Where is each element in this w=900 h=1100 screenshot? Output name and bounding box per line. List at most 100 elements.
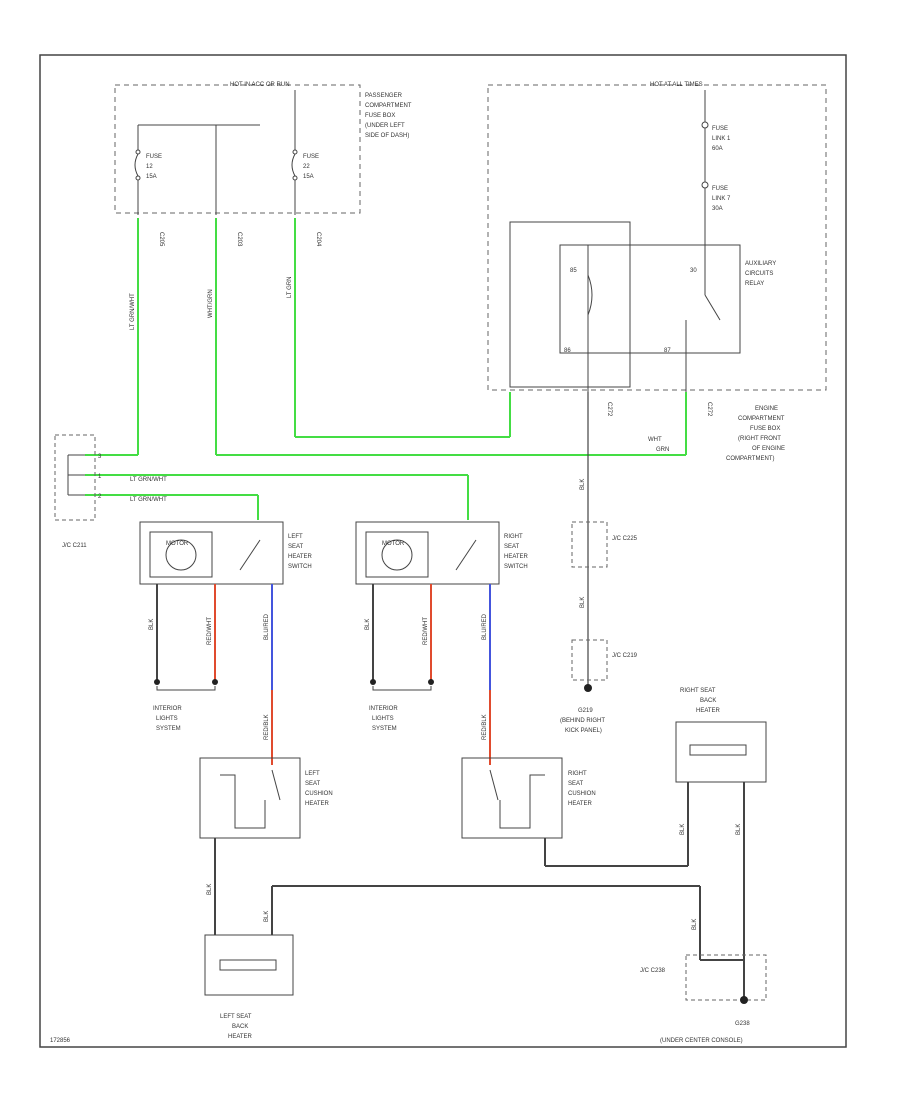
- jc-c225-label: J/C C225: [612, 536, 638, 542]
- interior-left-label: INTERIOR LIGHTS SYSTEM: [153, 706, 183, 732]
- left-motor-icon: [165, 539, 197, 571]
- right-back-element: [689, 744, 747, 756]
- left-back-element: [219, 959, 277, 971]
- lower-wires: [214, 782, 745, 1000]
- connector-c4: C272: [606, 402, 612, 417]
- left-cushion-thermostat: [271, 769, 281, 801]
- fuse-bus: [137, 90, 296, 215]
- wire-label-w5: LT GRN/WHT: [130, 497, 167, 503]
- jc-c211-pins: 3 1 2: [98, 454, 103, 500]
- wire-label-w18: BLK: [207, 884, 213, 895]
- connector-c3: C204: [315, 232, 321, 247]
- wire-label-w22: BLK: [692, 919, 698, 930]
- left-ground-dot: [154, 679, 160, 685]
- left-seat-heater-switch: [139, 521, 284, 585]
- right-cushion-label: RIGHT SEAT CUSHION HEATER: [568, 771, 597, 807]
- relay-internals: [587, 90, 721, 392]
- left-motor-label: MOTOR: [166, 541, 189, 547]
- wire-label-w14: BLK: [365, 619, 371, 630]
- left-interior-bracket: [156, 686, 216, 691]
- relay-pin-86: 86: [564, 348, 571, 354]
- wire-label-w6: WHT: [648, 437, 662, 443]
- fuse-b-label: FUSE 22 15A: [303, 154, 321, 180]
- relay-label: AUXILIARY CIRCUITS RELAY: [745, 261, 778, 287]
- passenger-fuse-box-label: PASSENGER COMPARTMENT FUSE BOX (UNDER LE…: [365, 93, 413, 139]
- wire-label-w17: RED/BLK: [482, 714, 488, 740]
- wire-label-w21: BLK: [736, 824, 742, 835]
- connector-c1: C205: [158, 232, 164, 247]
- right-switch-motor-box: [365, 531, 429, 578]
- jc-c219-box: [571, 639, 608, 681]
- right-back-heater: [675, 721, 767, 783]
- jc-c219-label: J/C C219: [612, 653, 638, 659]
- right-cushion-heater: [461, 757, 563, 839]
- connector-c5: C272: [706, 402, 712, 417]
- left-switch-label: LEFT SEAT HEATER SWITCH: [288, 534, 314, 570]
- wire-label-w16: BLU/RED: [482, 613, 488, 640]
- right-back-label: RIGHT SEAT BACK HEATER: [680, 688, 721, 714]
- wire-label-w15: RED/WHT: [423, 617, 429, 645]
- wire-label-w11: RED/WHT: [207, 617, 213, 645]
- wire-label-w1: LT GRN/WHT: [130, 293, 136, 330]
- wire-label-w7: GRN: [656, 447, 669, 453]
- relay-pin-85: 85: [570, 268, 577, 274]
- ground-g238-label: G238 (UNDER CENTER CONSOLE): [660, 1021, 751, 1044]
- interior-right-label: INTERIOR LIGHTS SYSTEM: [369, 706, 399, 732]
- relay-pin-30: 30: [690, 268, 697, 274]
- ground-g238-icon: [740, 996, 748, 1004]
- switch-output-wires: [156, 584, 491, 765]
- right-seat-heater-switch: [355, 521, 500, 585]
- relay-outer: [509, 221, 631, 388]
- right-ground-dot: [370, 679, 376, 685]
- right-cushion-thermostat: [489, 769, 499, 801]
- jc-c225-box: [571, 521, 608, 568]
- fuse-link-1-icon: [701, 121, 709, 129]
- left-back-heater: [204, 934, 294, 996]
- fuse-b-icon: [291, 149, 298, 181]
- left-switch-motor-box: [149, 531, 213, 578]
- jc-c211-box: [54, 434, 96, 521]
- wire-label-w19: BLK: [264, 911, 270, 922]
- wire-label-w12: BLU/RED: [264, 613, 270, 640]
- left-cushion-heater: [199, 757, 301, 839]
- relay-pin-87: 87: [664, 348, 671, 354]
- fuse-link-7-label: FUSE LINK 7 30A: [712, 186, 732, 212]
- connector-c2: C203: [236, 232, 242, 247]
- right-switch-label: RIGHT SEAT HEATER SWITCH: [504, 534, 530, 570]
- jc-c238-label: J/C C238: [640, 968, 666, 974]
- relay-box: [559, 244, 741, 354]
- right-motor-label: MOTOR: [382, 541, 405, 547]
- header-right: HOT AT ALL TIMES: [650, 82, 703, 88]
- right-motor-icon: [381, 539, 413, 571]
- left-cushion-label: LEFT SEAT CUSHION HEATER: [305, 771, 334, 807]
- diagram-border: [39, 54, 847, 1048]
- left-red-dot: [212, 679, 218, 685]
- engine-fuse-box-label: ENGINE COMPARTMENT FUSE BOX (RIGHT FRONT…: [726, 406, 787, 462]
- right-cushion-element: [499, 774, 545, 829]
- footer-id: 172856: [50, 1038, 71, 1044]
- fuse-a-label: FUSE 12 15A: [146, 154, 164, 180]
- wire-label-w13: RED/BLK: [264, 714, 270, 740]
- ground-g219-label: G219 (BEHIND RIGHT KICK PANEL): [560, 708, 607, 734]
- wire-label-w3: LT GRN: [287, 277, 293, 298]
- jc-c211-label: J/C C211: [62, 543, 87, 549]
- header-left: HOT IN ACC OR RUN: [230, 82, 290, 88]
- wire-label-w10: BLK: [149, 619, 155, 630]
- right-switch-contact: [455, 539, 477, 571]
- right-interior-bracket: [372, 686, 432, 691]
- ground-g219-icon: [584, 684, 592, 692]
- wire-label-w8: BLK: [580, 479, 586, 490]
- jc-c238-box: [685, 954, 767, 1001]
- fuse-a-icon: [134, 149, 141, 181]
- fuse-link-1-label: FUSE LINK 1 60A: [712, 126, 732, 152]
- left-switch-contact: [239, 539, 261, 571]
- wire-label-w2: WHT/GRN: [208, 289, 214, 318]
- engine-fuse-box-outline: [487, 84, 827, 391]
- wire-label-w4: LT GRN/WHT: [130, 477, 167, 483]
- wire-label-w20: BLK: [680, 824, 686, 835]
- green-wires: [85, 218, 687, 520]
- right-red-dot: [428, 679, 434, 685]
- left-back-label: LEFT SEAT BACK HEATER: [220, 1014, 253, 1040]
- fuse-link-7-icon: [701, 181, 709, 189]
